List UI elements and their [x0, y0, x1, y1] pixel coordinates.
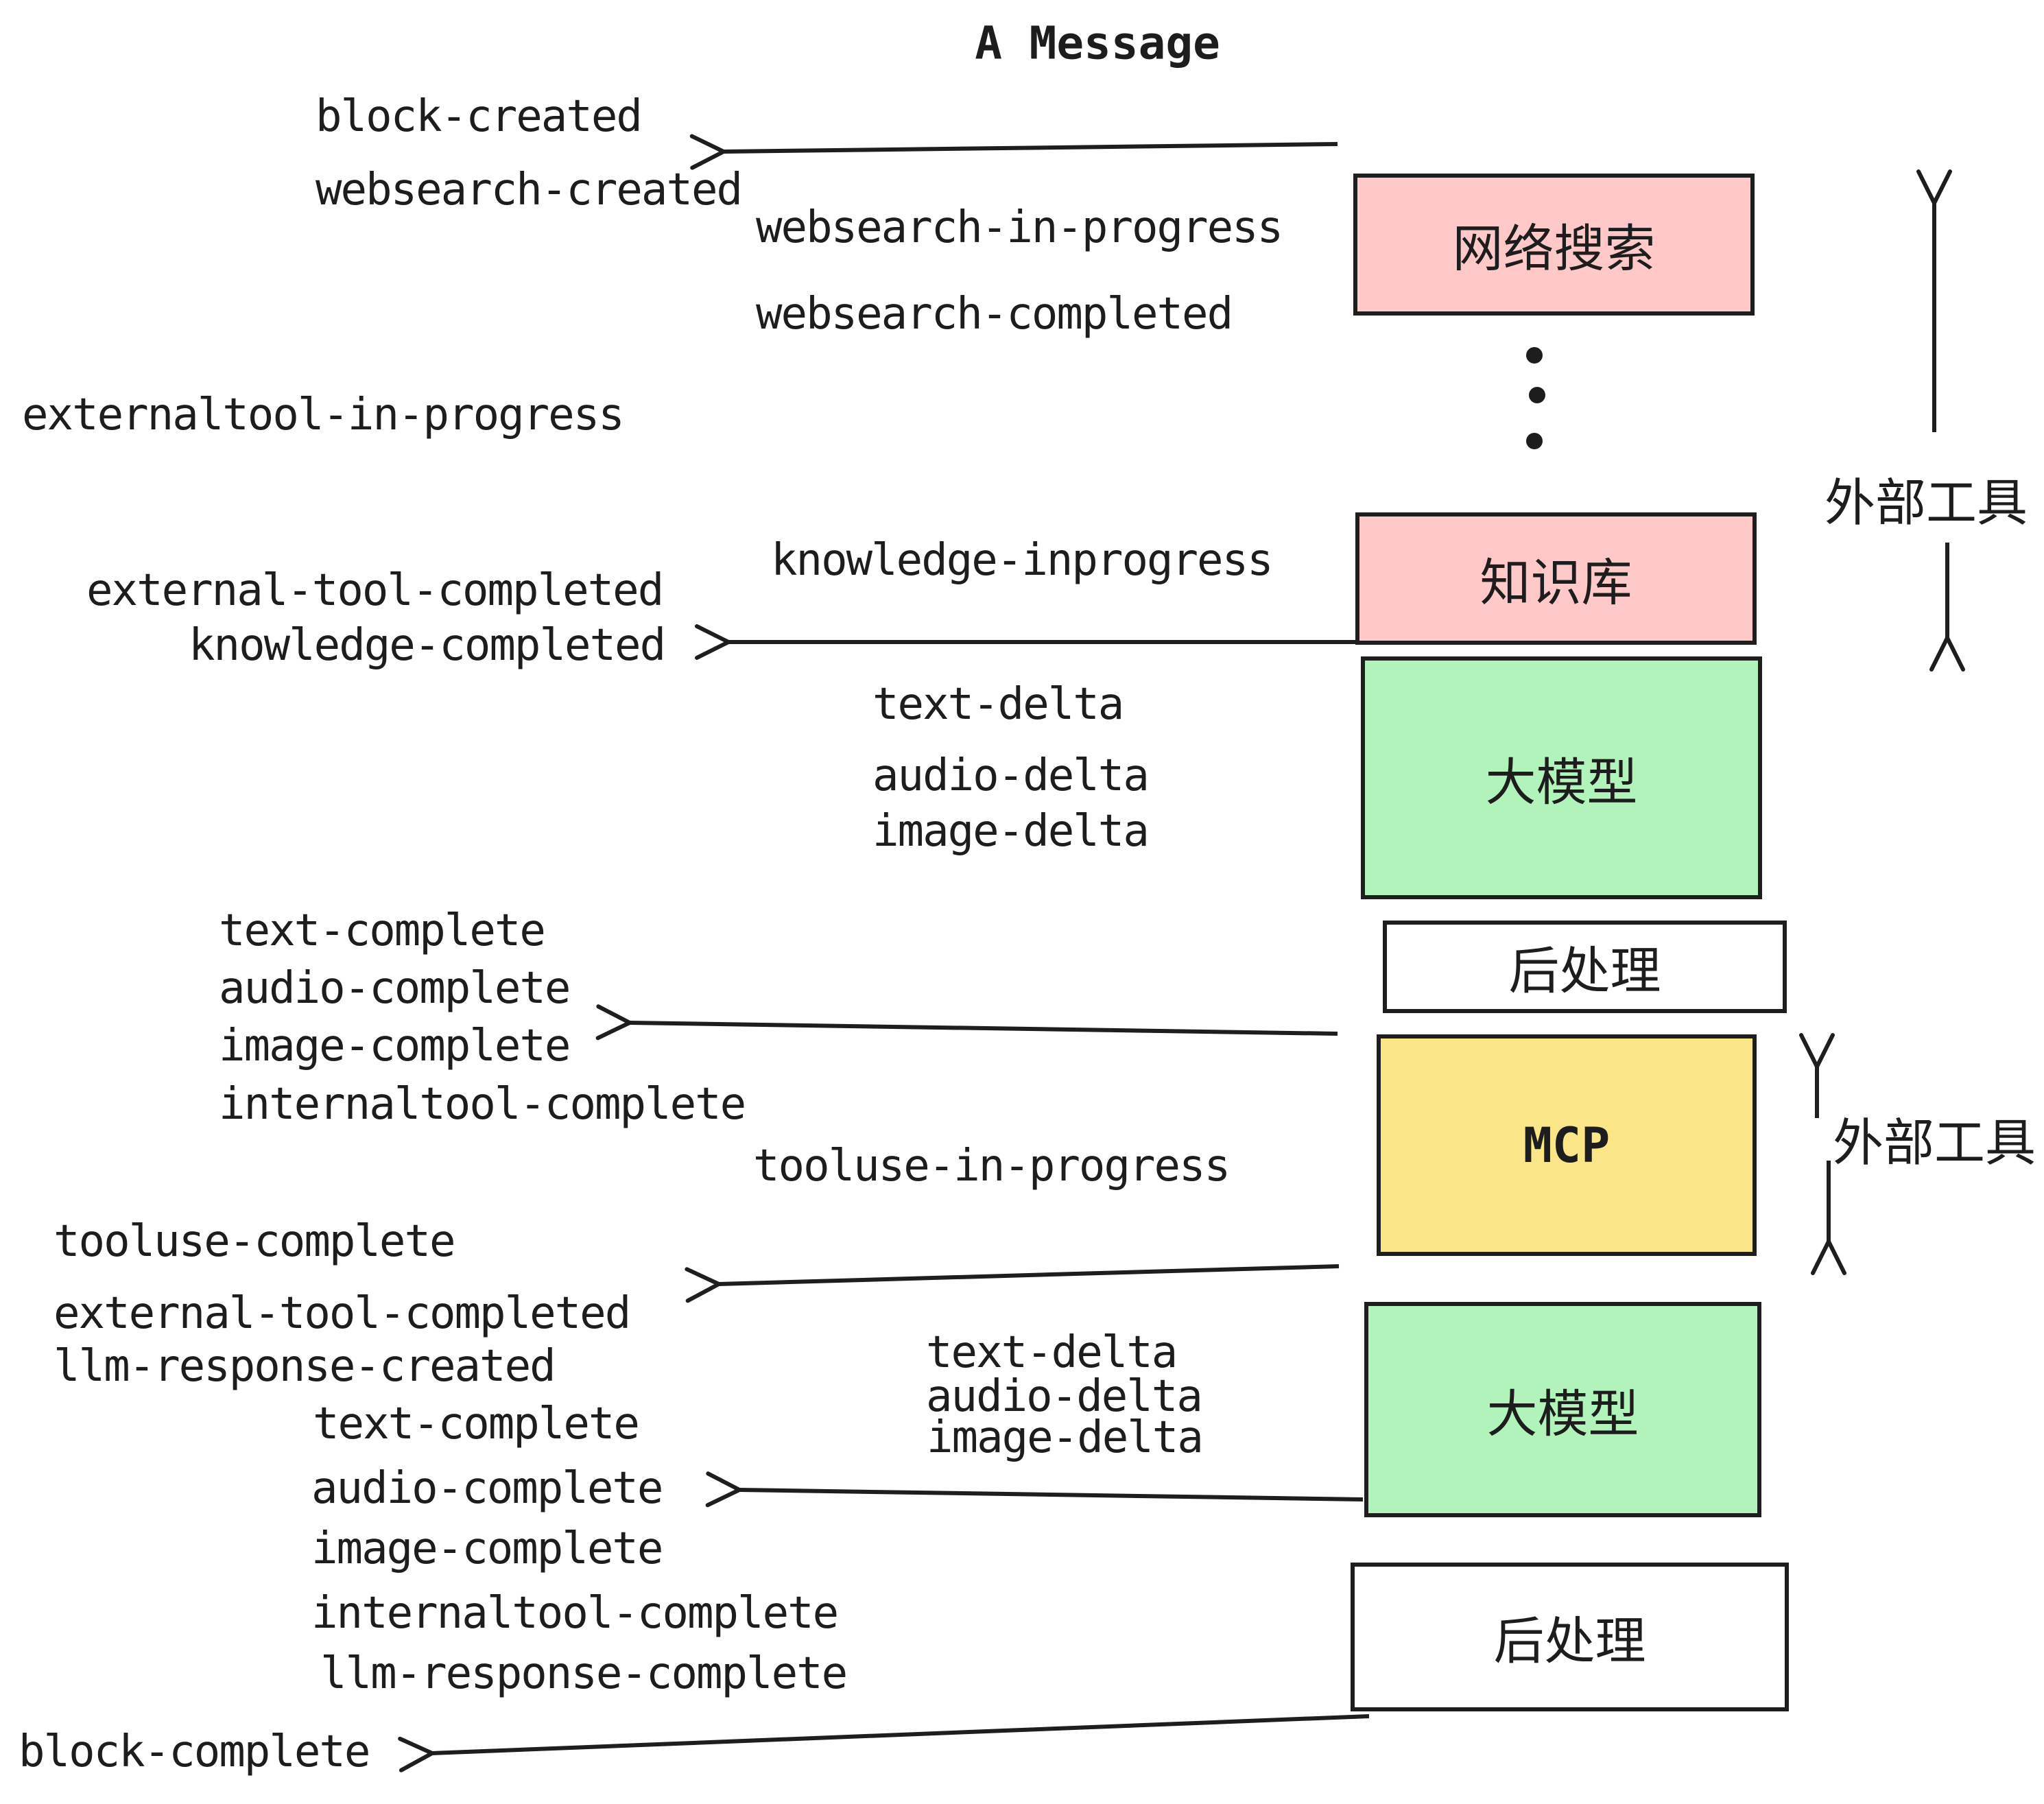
box-llm-1-label: 大模型 [1485, 752, 1638, 812]
ellipsis-dot [1526, 347, 1543, 364]
arrow-block-complete [398, 1714, 1370, 1772]
event-image-complete-1: image-complete [219, 1021, 571, 1071]
event-external-tool-completed-1: external-tool-completed [86, 565, 664, 616]
event-text-complete-1: text-complete [219, 905, 546, 956]
box-postprocess-2-label: 后处理 [1493, 1612, 1646, 1671]
event-external-tool-completed-2: external-tool-completed [54, 1288, 631, 1339]
event-websearch-completed: websearch-completed [756, 289, 1233, 340]
event-websearch-in-progress: websearch-in-progress [756, 202, 1283, 253]
side-label-external-tools-top: 外部工具 [1825, 473, 2028, 533]
box-llm-2-label: 大模型 [1486, 1384, 1639, 1444]
diagram-title: A Message [975, 16, 1220, 70]
event-text-delta-1: text-delta [872, 679, 1124, 730]
box-llm-2: 大模型 [1364, 1302, 1761, 1517]
event-externaltool-in-progress: externaltool-in-progress [22, 390, 625, 440]
box-knowledge-label: 知识库 [1479, 554, 1632, 613]
event-tooluse-complete: tooluse-complete [54, 1216, 455, 1267]
box-mcp: MCP [1377, 1034, 1757, 1256]
event-audio-complete-1: audio-complete [219, 963, 571, 1014]
event-audio-delta-1: audio-delta [872, 750, 1150, 801]
event-llm-response-created: llm-response-created [54, 1341, 556, 1392]
event-knowledge-completed: knowledge-completed [189, 620, 666, 671]
box-postprocess-2: 后处理 [1351, 1563, 1789, 1711]
event-internaltool-complete-2: internaltool-complete [311, 1588, 839, 1639]
event-block-complete: block-complete [19, 1726, 370, 1777]
box-knowledge: 知识库 [1355, 512, 1757, 645]
box-postprocess-1: 后处理 [1383, 921, 1787, 1013]
arrow-tooluse-complete [685, 1264, 1340, 1303]
arrow-websearch-created [689, 134, 1338, 170]
event-knowledge-inprogress: knowledge-inprogress [771, 535, 1274, 586]
event-image-delta-2: image-delta [927, 1412, 1204, 1463]
box-llm-1: 大模型 [1361, 656, 1762, 899]
event-block-created: block-created [316, 91, 643, 142]
event-text-delta-2: text-delta [926, 1327, 1178, 1378]
event-websearch-created: websearch-created [316, 165, 743, 215]
ellipsis-dot [1529, 387, 1545, 403]
event-image-complete-2: image-complete [311, 1523, 663, 1574]
arrow-image-complete [595, 1004, 1338, 1041]
box-postprocess-1-label: 后处理 [1508, 942, 1661, 1001]
box-websearch-label: 网络搜索 [1452, 219, 1656, 278]
event-tooluse-in-progress: tooluse-in-progress [753, 1141, 1231, 1191]
event-internaltool-complete-1: internaltool-complete [219, 1079, 746, 1130]
box-mcp-label: MCP [1523, 1117, 1611, 1174]
event-image-delta-1: image-delta [872, 806, 1150, 857]
side-label-external-tools-mcp: 外部工具 [1833, 1113, 2036, 1173]
box-websearch: 网络搜索 [1353, 174, 1755, 316]
event-audio-complete-2: audio-complete [311, 1463, 663, 1514]
event-audio-delta-2: audio-delta [926, 1371, 1203, 1422]
arrow-audio-complete [705, 1471, 1364, 1508]
event-text-complete-2: text-complete [313, 1399, 640, 1449]
ellipsis-dot [1526, 433, 1543, 449]
event-llm-response-complete: llm-response-complete [320, 1648, 848, 1699]
